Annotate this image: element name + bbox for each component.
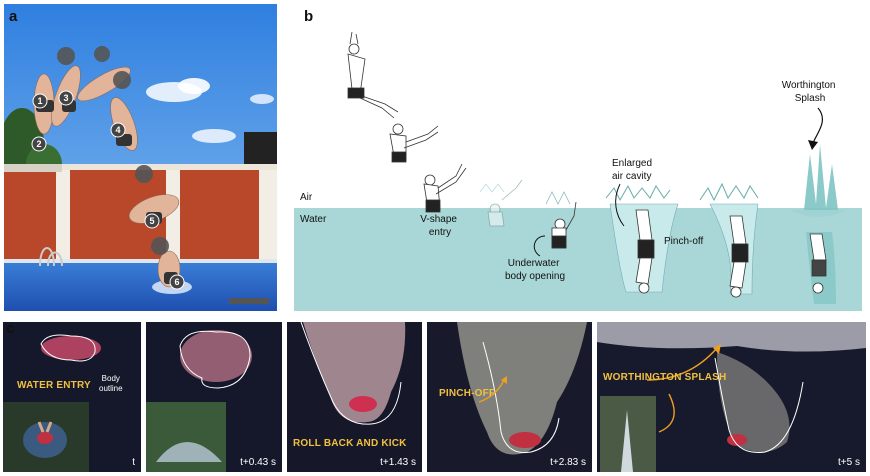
underwater-label: Underwater body opening [505, 258, 565, 282]
time-frame-3: t+1.43 s [380, 457, 416, 468]
diver-enlarged-cavity [605, 184, 679, 294]
caption-water-entry: WATER ENTRY [17, 380, 91, 391]
caption-pinch-off: PINCH-OFF [439, 388, 496, 399]
worthington-arrow [811, 107, 824, 147]
diver-v-shape [423, 163, 467, 213]
diver-pinch-off [699, 182, 759, 298]
diver-worthington [790, 144, 846, 304]
dive-sequence-photo: 1 2 3 4 5 6 [4, 4, 277, 311]
panel-c-label: c [6, 320, 15, 337]
marker-3: 3 [58, 90, 74, 106]
pinch-label: Pinch-off [664, 236, 704, 247]
frame-worthington: WORTHINGTON SPLASH t+5 s [597, 322, 866, 472]
svg-text:4: 4 [115, 125, 120, 135]
svg-text:2: 2 [36, 139, 41, 149]
panel-b-label: b [304, 8, 314, 25]
air-label: Air [300, 192, 313, 203]
caption-worthington: WORTHINGTON SPLASH [603, 372, 727, 383]
water-label: Water [300, 214, 327, 225]
frame-submersion: t+0.43 s [146, 322, 282, 472]
cavity-arrow [615, 183, 625, 227]
worthington-arrow-head [808, 140, 818, 150]
v-shape-label: V-shape entry [420, 214, 459, 238]
dive-stages-diagram: Air Water V-shape ent [294, 31, 862, 311]
caption-roll-back: ROLL BACK AND KICK [293, 438, 407, 449]
marker-2: 2 [31, 136, 47, 152]
svg-text:1: 1 [37, 96, 42, 106]
frame-pinch-off: PINCH-OFF t+2.83 s [427, 322, 592, 472]
svg-text:3: 3 [63, 93, 68, 103]
marker-1: 1 [32, 93, 48, 109]
marker-4: 4 [110, 122, 126, 138]
time-frame-4: t+2.83 s [550, 457, 586, 468]
frame-roll-back: ROLL BACK AND KICK t+1.43 s [287, 322, 422, 472]
cavity-label: Enlarged air cavity [612, 158, 655, 182]
frame-4-image [427, 322, 592, 472]
panel-b-diagram: b Air Water [290, 4, 866, 311]
diver-stage-submerging [479, 179, 523, 227]
svg-text:5: 5 [149, 216, 154, 226]
svg-text:6: 6 [174, 277, 179, 287]
frame-1-image [3, 322, 141, 472]
curl-arrow [533, 235, 546, 257]
diver-stage-2 [389, 123, 439, 163]
diver-underwater-opening [545, 191, 577, 249]
time-frame-1: t [132, 457, 135, 468]
marker-6: 6 [169, 274, 185, 290]
panel-a-label: a [9, 8, 18, 25]
worthington-label: Worthington Splash [782, 80, 839, 104]
frame-5-image [597, 322, 866, 472]
panel-a-photo: 1 2 3 4 5 6 a [4, 4, 277, 311]
water-region [294, 208, 862, 311]
time-frame-2: t+0.43 s [240, 457, 276, 468]
diver-stage-1 [347, 31, 399, 119]
frame-3-image [287, 322, 422, 472]
frame-2-image [146, 322, 282, 472]
time-frame-5: t+5 s [838, 457, 860, 468]
marker-5: 5 [144, 213, 160, 229]
